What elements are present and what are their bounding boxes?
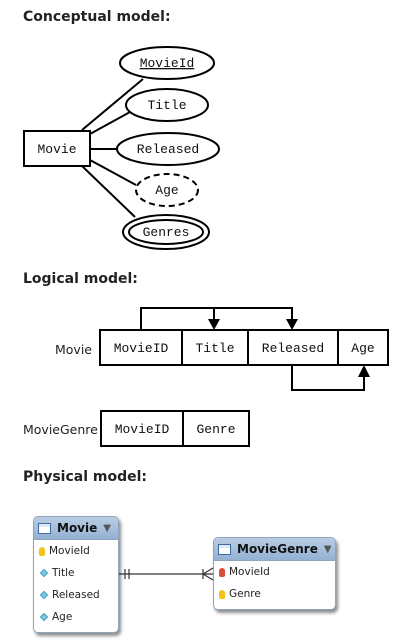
column-diamond-icon — [39, 568, 49, 578]
foreign-key-icon — [219, 567, 225, 577]
dependency-released-line — [291, 365, 365, 391]
logical-model-heading: Logical model: — [23, 271, 138, 287]
physical-movie-table[interactable]: Movie ▼ MovieId Title Released Age — [33, 516, 119, 633]
physical-movie-column: MovieId — [34, 540, 118, 562]
physical-moviegenre-table[interactable]: MovieGenre ▼ MovieId Genre — [213, 537, 336, 610]
physical-movie-col-label: Title — [52, 567, 75, 579]
logical-diagram: MovieID Title Released Age MovieID Genre — [99, 307, 389, 447]
logical-moviegenre-col-movieid — [100, 410, 184, 447]
primary-key-icon — [219, 589, 225, 599]
physical-movie-column: Title — [34, 562, 118, 584]
logical-moviegenre-col-1-label: Genre — [196, 422, 235, 437]
primary-key-icon — [39, 546, 45, 556]
arrowhead-age — [358, 365, 370, 377]
chevron-down-icon[interactable]: ▼ — [323, 543, 332, 555]
logical-movie-col-age — [337, 329, 389, 366]
physical-moviegenre-column: MovieId — [214, 561, 335, 583]
physical-movie-header[interactable]: Movie ▼ — [34, 517, 118, 540]
logical-movie-col-2-label: Released — [262, 341, 324, 356]
logical-moviegenre-label: MovieGenre — [23, 422, 98, 437]
table-icon — [38, 522, 51, 534]
logical-movie-label: Movie — [55, 342, 92, 357]
physical-movie-col-label: Released — [52, 589, 100, 601]
crowfoot-bottom — [202, 573, 214, 581]
conceptual-model-heading: Conceptual model: — [23, 9, 171, 25]
physical-movie-column: Released — [34, 584, 118, 606]
attr-title-ellipse — [125, 88, 209, 122]
logical-movie-col-0-label: MovieID — [114, 341, 169, 356]
entity-label: Movie — [37, 142, 76, 157]
attr-released-label: Released — [137, 142, 199, 157]
edge-genres — [81, 165, 136, 218]
logical-movie-col-1-label: Title — [195, 341, 234, 356]
logical-moviegenre-col-genre — [182, 410, 250, 447]
arrowhead-released — [286, 319, 298, 330]
physical-moviegenre-title: MovieGenre — [237, 542, 318, 556]
logical-movie-col-3-label: Age — [351, 341, 374, 356]
attr-title-label: Title — [147, 98, 186, 113]
entity-box — [23, 130, 91, 167]
attr-derived-ellipse — [135, 173, 199, 207]
logical-moviegenre-col-0-label: MovieID — [115, 422, 170, 437]
column-diamond-icon — [39, 590, 49, 600]
physical-movie-column: Age — [34, 606, 118, 628]
attr-key-ellipse — [119, 46, 215, 80]
attr-multivalued-inner — [128, 219, 204, 245]
edge-title — [89, 111, 131, 135]
chevron-down-icon[interactable]: ▼ — [103, 522, 111, 534]
attr-key-label: MovieId — [140, 56, 195, 71]
physical-movie-col-label: Age — [52, 611, 73, 623]
column-diamond-icon — [39, 612, 49, 622]
physical-moviegenre-col-label: Genre — [229, 588, 261, 600]
crowfoot-top — [202, 567, 214, 575]
edge-movieid — [81, 78, 144, 131]
attr-released-ellipse — [116, 132, 220, 166]
attr-derived-label: Age — [155, 183, 178, 198]
physical-model-heading: Physical model: — [23, 469, 148, 485]
arrowhead-title — [208, 319, 220, 330]
dependency-movieid-line — [140, 307, 293, 330]
physical-movie-title: Movie — [57, 521, 98, 535]
attr-multivalued-label: Genres — [143, 225, 190, 240]
conceptual-diagram: Movie MovieId Title Released Age Genres — [23, 46, 220, 250]
edge-age — [89, 159, 137, 186]
physical-moviegenre-col-label: MovieId — [229, 566, 270, 578]
physical-movie-col-label: MovieId — [49, 545, 90, 557]
physical-moviegenre-header[interactable]: MovieGenre ▼ — [214, 538, 335, 561]
physical-moviegenre-column: Genre — [214, 583, 335, 605]
table-icon — [218, 543, 231, 555]
